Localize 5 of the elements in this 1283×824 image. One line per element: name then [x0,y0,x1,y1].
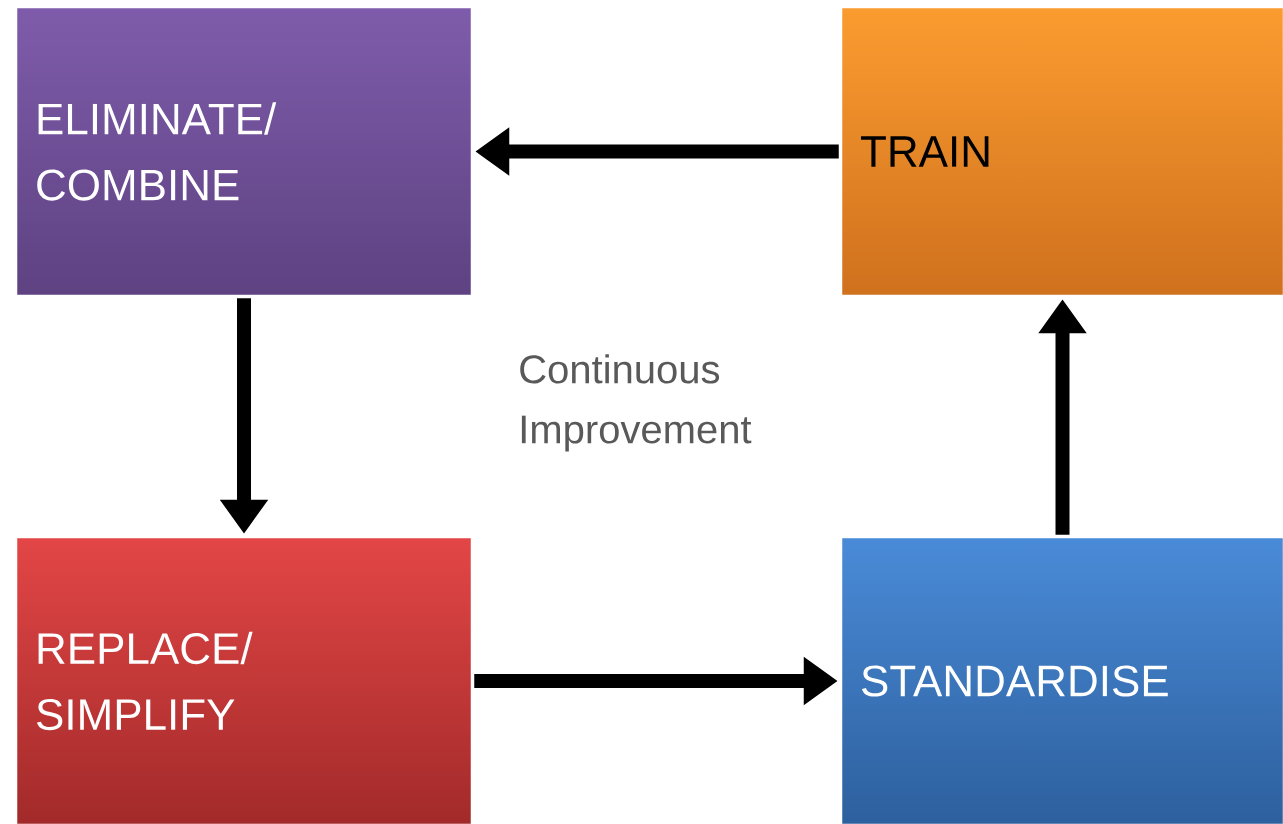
process-box: ELIMINATE/ COMBINE [16,7,472,296]
center-label: Continuous Improvement [520,354,752,452]
process-box: STANDARDISE [841,537,1283,824]
process-box: TRAIN [841,7,1283,296]
process-box: REPLACE/ SIMPLIFY [16,537,472,824]
